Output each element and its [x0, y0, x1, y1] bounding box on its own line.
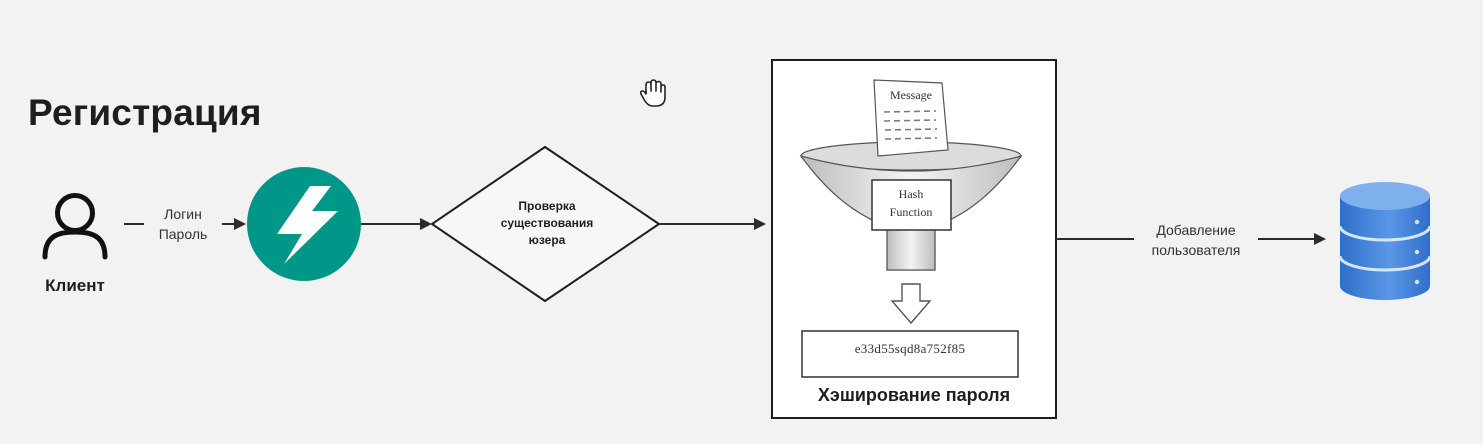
hashing-label: Хэширование пароля	[817, 385, 1011, 405]
hash-function-line1: Hash	[898, 187, 924, 201]
decision-label: Проверка существования юзера	[468, 198, 626, 249]
decision-label-line2: существования	[500, 216, 594, 230]
database-icon	[1338, 182, 1432, 300]
fastapi-logo-icon	[247, 167, 361, 281]
page-title: Регистрация	[28, 92, 262, 133]
client-label: Клиент	[45, 276, 105, 295]
hash-function-label: Hash Function	[870, 185, 952, 221]
down-arrow-icon	[890, 283, 932, 325]
message-title: Message	[890, 88, 932, 102]
edge-label-password: Пароль	[158, 226, 208, 242]
edge-label-add-user-line1: Добавление	[1156, 222, 1236, 238]
hash-function-box	[871, 179, 952, 231]
hash-output-value: e33d55sqd8a752f85	[854, 341, 966, 356]
edge-label-add-user-line2: пользователя	[1151, 242, 1241, 258]
edge-label-credentials: Логин Пароль	[144, 204, 222, 244]
user-icon	[42, 193, 108, 260]
message-document-icon	[873, 79, 949, 157]
edge-label-login: Логин	[164, 206, 202, 222]
decision-label-line1: Проверка	[518, 199, 576, 213]
decision-diamond	[430, 145, 661, 303]
hand-cursor-icon	[639, 79, 666, 107]
hash-output-box	[801, 330, 1019, 378]
decision-label-line3: юзера	[528, 233, 566, 247]
edge-label-add-user: Добавление пользователя	[1134, 220, 1258, 260]
hash-function-line2: Function	[889, 205, 933, 219]
